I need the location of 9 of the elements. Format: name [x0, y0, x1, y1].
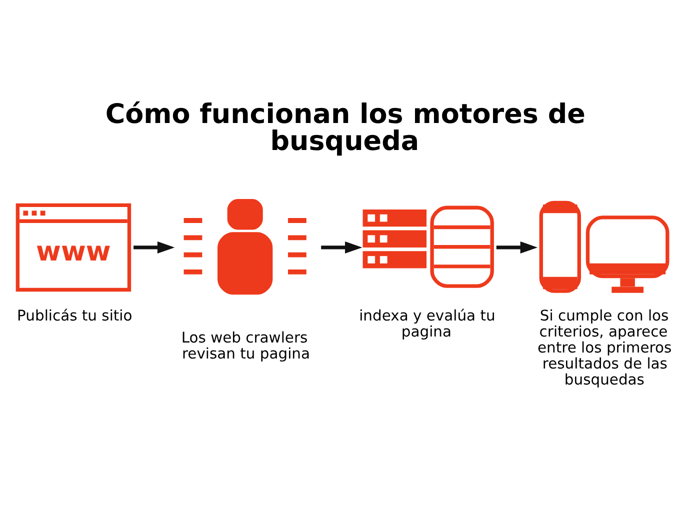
arrow	[496, 241, 538, 254]
arrow	[321, 241, 362, 254]
node-label: Si cumple con los criterios, aparece entre los primeros resultados de las busquedas	[537, 308, 672, 388]
diagram-title: Cómo funcionan los motores de busqueda	[105, 99, 586, 158]
node-label: indexa y evalúa tu pagina	[359, 308, 496, 340]
arrow	[134, 241, 175, 254]
node-box: www	[16, 203, 132, 292]
node-label: Publicás tu sitio	[17, 308, 132, 325]
node-label: Los web crawlers revisan tu pagina	[181, 330, 310, 363]
